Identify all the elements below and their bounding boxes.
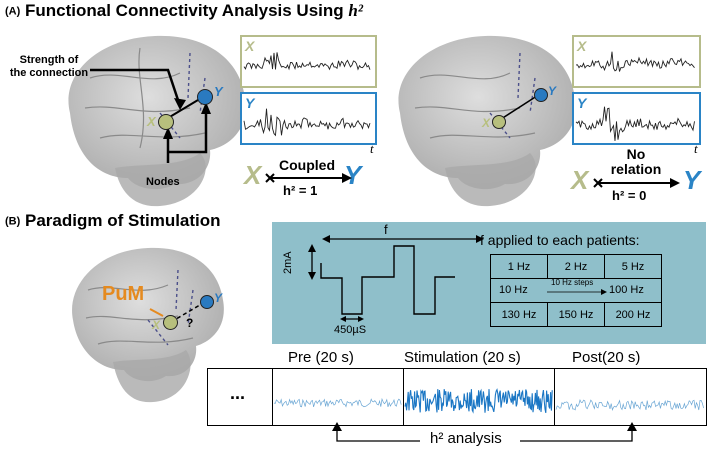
table-title: f applied to each patients: [480,232,640,248]
panel-a-tag: (A) [5,5,21,18]
nodes-label: Nodes [146,176,180,188]
segment-pre-label: Pre (20 s) [288,349,354,366]
table-cell: 130 Hz [490,302,548,327]
pulse-waveform [308,235,484,322]
coupled-h2: h² = 1 [283,183,318,198]
node-x-label-a-left: X [147,114,156,129]
unrelated-arrow [593,178,680,188]
node-x-a-right [492,115,506,129]
unrelated-h2: h² = 0 [612,188,647,203]
segment-stim-label: Stimulation (20 s) [404,349,521,366]
ellipsis-cell: ... [208,369,273,425]
panel-a-title-var: h² [348,1,363,20]
panel-a-title: (A) Functional Connectivity Analysis Usi… [5,1,363,21]
table-cell: 150 Hz [547,302,605,327]
segment-post-label: Post(20 s) [572,349,641,366]
eeg-trace [273,388,704,414]
table-cell-range: 10 Hz 10 Hz steps 100 Hz [490,278,662,303]
signal-box-y-left: Y [240,92,377,145]
frequency-table: 1 Hz 2 Hz 5 Hz 10 Hz 10 Hz steps 100 Hz … [490,254,662,327]
node-x-a-left [158,114,174,130]
pum-label: PuM [102,283,145,305]
strength-label: Strength of the connection [9,54,89,79]
unrelated-word: No relation [610,146,662,177]
table-cell: 1 Hz [490,254,548,279]
table-row: 130 Hz 150 Hz 200 Hz [490,302,662,327]
timeline-strip: ... [207,368,707,426]
table-row: 10 Hz 10 Hz steps 100 Hz [490,278,662,303]
node-x-label-a-right: X [482,116,491,130]
signal-box-x-left: X [240,35,377,88]
unrelated-y: Y [683,165,701,195]
table-cell: 200 Hz [604,302,662,327]
node-x-label-b: X [152,318,161,332]
divider-stim-post [554,369,555,425]
signal-box-x-right: X [572,35,701,88]
coupled-y: Y [344,160,362,190]
node-y-label-a-left: Y [214,84,223,99]
coupled-x: X [244,160,262,190]
node-y-a-right [534,88,548,102]
ellipsis: ... [230,383,246,403]
range-arrow [547,289,607,295]
panel-b-title-text: Paradigm of Stimulation [25,211,221,230]
brain-a-right [398,35,576,207]
panel-a-title-text: Functional Connectivity Analysis Using [25,1,349,20]
divider-pre-stim [403,369,404,425]
panel-b-title: (B) Paradigm of Stimulation [5,211,221,231]
panel-b-tag: (B) [5,215,21,228]
pulse-width-label: 450µS [334,324,367,336]
node-x-b [163,315,178,330]
node-y-label-a-right: Y [548,84,557,98]
node-y-label-b: Y [214,291,223,305]
time-label-left: t [370,141,374,156]
node-y-a-left [197,89,213,105]
table-cell: 2 Hz [547,254,605,279]
time-label-right: t [694,141,698,156]
signal-x-label-left: X [245,38,255,54]
coupled-word: Coupled [279,157,335,173]
unrelated-x: X [571,165,589,195]
node-y-b [200,295,214,309]
range-end: 100 Hz [609,284,644,296]
coupled-arrow [265,173,352,183]
table-row: 1 Hz 2 Hz 5 Hz [490,254,662,279]
signal-y-label-right: Y [577,95,587,111]
range-start: 10 Hz [499,284,528,296]
question-mark: ? [186,316,194,330]
signal-box-y-right: Y [572,92,701,145]
brain-b [72,247,224,403]
freq-symbol: f [384,222,388,237]
signal-y-label-left: Y [245,95,255,111]
signal-x-label-right: X [577,38,587,54]
stimulation-panel: 2mA f 450µS f applied to each patients: … [272,222,706,344]
range-step: 10 Hz steps [551,278,594,287]
analysis-label: h² analysis [430,430,502,447]
